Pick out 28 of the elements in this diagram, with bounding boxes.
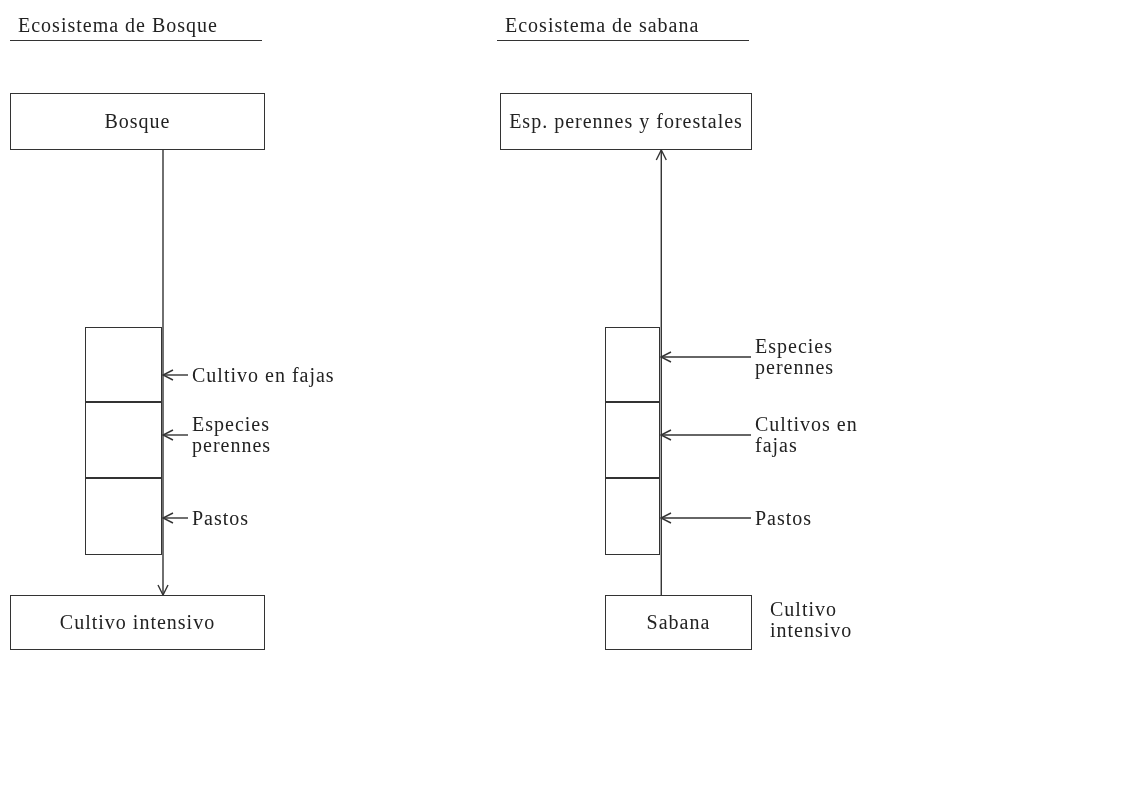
node-label: Cultivo en fajas [192,364,335,386]
arrow [660,351,752,363]
node-label: Pastos [192,507,250,529]
empty-box [85,327,162,402]
empty-box [85,478,162,555]
box-label: Sabana [646,612,711,633]
process-box [605,595,752,650]
arrow [660,429,752,441]
node-label: Cultivos en fajas [755,414,859,456]
node-label: Especies perennes [192,414,273,456]
arrow [660,512,752,524]
node-label: Pastos [755,507,813,529]
process-box [10,595,265,650]
arrow [157,149,169,596]
section-heading: Ecosistema de Bosque [10,14,262,41]
arrow [162,369,189,381]
process-box [10,93,265,150]
box-label: Bosque [104,111,171,132]
node-label: Especies perennes [755,336,836,378]
arrow [162,429,189,441]
box-label: Esp. perennes y forestales [509,111,743,132]
side-label: Cultivo intensivo [770,599,854,641]
arrow [655,149,667,596]
process-box [500,93,752,150]
empty-box [85,402,162,478]
arrow [162,512,189,524]
section-heading: Ecosistema de sabana [497,14,749,41]
box-label: Cultivo intensivo [59,612,216,633]
